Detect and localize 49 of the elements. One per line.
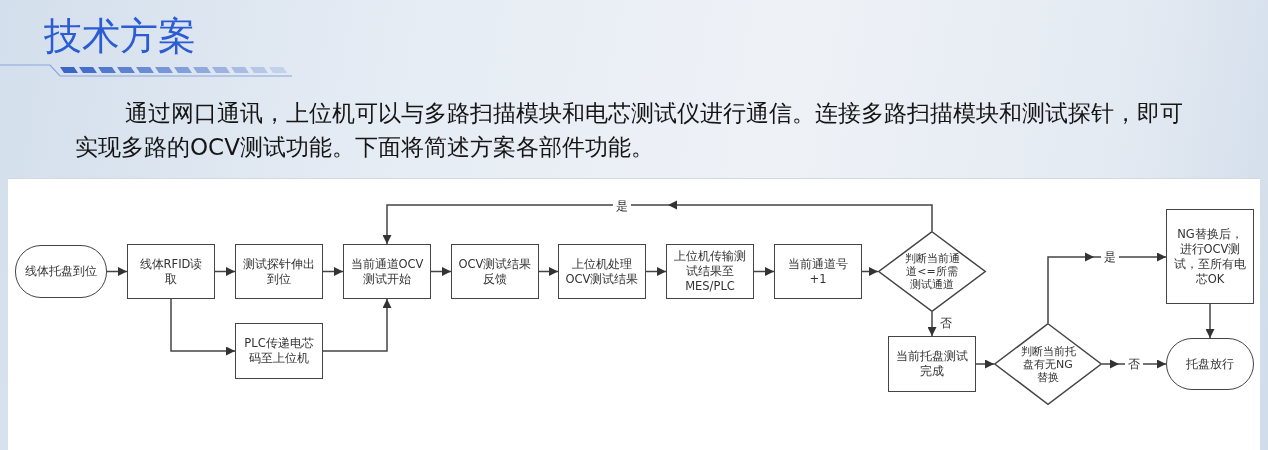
decision-diamond bbox=[878, 231, 986, 312]
edge-label: 否 bbox=[937, 315, 955, 331]
process-box bbox=[451, 244, 539, 299]
flow-arrow bbox=[106, 267, 128, 276]
flow-arrow bbox=[927, 311, 937, 337]
flow-arrow bbox=[430, 267, 452, 276]
process-box bbox=[1166, 209, 1254, 304]
decision-diamond bbox=[994, 323, 1102, 405]
flow-arrow bbox=[645, 267, 667, 276]
flow-arrow bbox=[861, 267, 879, 276]
step-text: 线体托盘到位 bbox=[25, 264, 97, 279]
edge-label: 是 bbox=[613, 198, 631, 214]
edge-label: 是 bbox=[1101, 249, 1119, 265]
flow-arrow bbox=[1047, 252, 1167, 324]
process-box bbox=[235, 244, 323, 299]
terminal-shape bbox=[1166, 338, 1254, 390]
process-box bbox=[774, 244, 862, 299]
process-box bbox=[343, 244, 431, 299]
step-text: PLC传递电芯码至上位机 bbox=[243, 336, 315, 366]
flow-arrow bbox=[322, 298, 392, 352]
step-text: 当前通道号+1 bbox=[787, 256, 849, 287]
step-text: 测试探针伸出到位 bbox=[242, 256, 316, 287]
terminal-shape bbox=[15, 245, 107, 298]
flow-arrow bbox=[538, 267, 559, 276]
flow-arrow bbox=[322, 267, 344, 276]
step-text: 当前通道OCV测试开始 bbox=[350, 256, 424, 287]
flow-arrow bbox=[170, 298, 236, 356]
step-text: OCV测试结果反馈 bbox=[458, 256, 532, 287]
slide-title: 技术方案 bbox=[44, 13, 196, 60]
process-box bbox=[666, 244, 754, 299]
process-box bbox=[888, 336, 976, 392]
process-box bbox=[558, 244, 646, 299]
step-text: 当前托盘测试完成 bbox=[895, 349, 969, 379]
flow-arrow bbox=[753, 267, 775, 276]
process-box bbox=[127, 244, 215, 299]
step-text: 判断当前托盘有无NG替换 bbox=[1019, 344, 1077, 384]
flow-arrow bbox=[975, 359, 995, 369]
step-text: 上位机传输测试结果至MES/PLC bbox=[673, 249, 747, 294]
step-text: NG替换后，进行OCV测试，至所有电芯OK bbox=[1173, 226, 1247, 287]
edge-label: 否 bbox=[1125, 356, 1143, 372]
step-text: 线体RFID读取 bbox=[138, 256, 204, 287]
flow-arrow bbox=[214, 267, 236, 276]
flow-arrow bbox=[1205, 303, 1215, 339]
process-box bbox=[235, 323, 323, 379]
step-text: 托盘放行 bbox=[1186, 356, 1234, 372]
flow-arrow bbox=[382, 200, 933, 245]
step-text: 上位机处理OCV测试结果 bbox=[565, 256, 639, 287]
intro-paragraph: 通过网口通讯，上位机可以与多路扫描模块和电芯测试仪进行通信。连接多路扫描模块和测试探针，即可实现多路的OCV测试功能。下面将简述方案各部件功能。 bbox=[75, 99, 1184, 162]
step-text: 判断当前通道<=所需测试通道 bbox=[903, 252, 961, 291]
